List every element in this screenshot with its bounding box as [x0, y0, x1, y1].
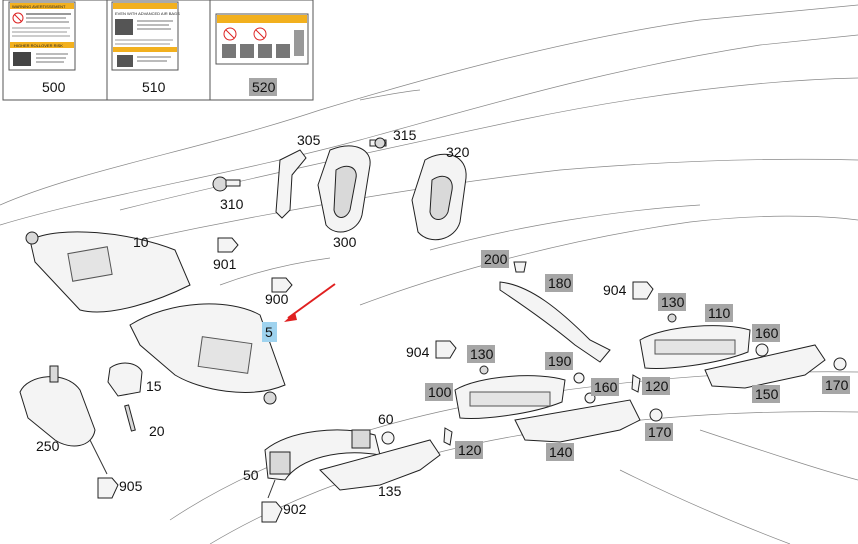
callout-130-a: 130 [661, 294, 685, 310]
callout-305: 305 [297, 132, 321, 148]
callout-130-b: 130 [470, 346, 494, 362]
callout-135: 135 [378, 483, 402, 499]
callout-170-b: 170 [648, 424, 672, 440]
callout-902: 902 [283, 501, 307, 517]
callout-320: 320 [446, 144, 470, 160]
callout-160-a: 160 [755, 325, 779, 341]
callout-150: 150 [755, 386, 779, 402]
part-250-mirror [19, 376, 96, 447]
callout-904-b: 904 [406, 344, 430, 360]
part-group-center-lower: 60 50 135 902 [243, 411, 441, 523]
callout-905: 905 [119, 478, 143, 494]
part-group-center: 904 130 100 190 160 120 140 170 [406, 340, 673, 461]
callout-120-a: 120 [645, 378, 669, 394]
callout-140: 140 [549, 444, 573, 460]
callout-520: 520 [252, 79, 276, 95]
callout-500: 500 [42, 79, 66, 95]
part-305-bracket [275, 149, 307, 219]
part-group-handles: 305 315 320 310 300 [212, 127, 470, 250]
callout-180: 180 [548, 275, 572, 291]
part-group-left: 15 250 20 905 [19, 362, 165, 499]
callout-20: 20 [149, 423, 165, 439]
callout-60: 60 [378, 411, 394, 427]
part-315-screw [369, 137, 387, 149]
callout-15: 15 [146, 378, 162, 394]
callout-300: 300 [333, 234, 357, 250]
part-310-bolt [212, 176, 241, 192]
part-180-strip [499, 281, 611, 363]
part-140-bracket [514, 399, 641, 443]
callout-900: 900 [265, 291, 289, 307]
callout-904-a: 904 [603, 282, 627, 298]
warning-labels-panel: WARNING AVERTISSEMENT HIGHER ROLLOVER RI… [2, 0, 314, 101]
card500-subtitle: HIGHER ROLLOVER RISK [14, 43, 63, 48]
callout-315: 315 [393, 127, 417, 143]
warning-card-510: EVEN WITH ADVANCED AIR BAGS [111, 1, 180, 71]
callout-190: 190 [548, 353, 572, 369]
callout-110: 110 [708, 305, 731, 321]
callout-901: 901 [213, 256, 237, 272]
part-150-bracket [704, 344, 826, 389]
callout-200: 200 [484, 251, 508, 267]
card500-title: WARNING AVERTISSEMENT [12, 4, 66, 9]
warning-card-500: WARNING AVERTISSEMENT HIGHER ROLLOVER RI… [8, 1, 76, 71]
callout-510: 510 [142, 79, 166, 95]
callout-120-b: 120 [458, 442, 482, 458]
callout-100: 100 [428, 384, 452, 400]
card510-title: EVEN WITH ADVANCED AIR BAGS [115, 11, 180, 16]
part-group-right: 200 180 904 130 110 160 120 150 170 [481, 250, 850, 403]
callout-310: 310 [220, 196, 244, 212]
callout-170-a: 170 [825, 377, 849, 393]
callout-10: 10 [133, 234, 149, 250]
callout-250: 250 [36, 438, 60, 454]
callout-160-b: 160 [594, 379, 618, 395]
callout-50: 50 [243, 467, 259, 483]
part-135-bracket [319, 439, 441, 491]
warning-card-520 [215, 13, 309, 65]
part-15-lamp [107, 362, 143, 397]
callout-5: 5 [265, 324, 273, 340]
part-group-visors: 10 901 900 5 [25, 231, 336, 405]
